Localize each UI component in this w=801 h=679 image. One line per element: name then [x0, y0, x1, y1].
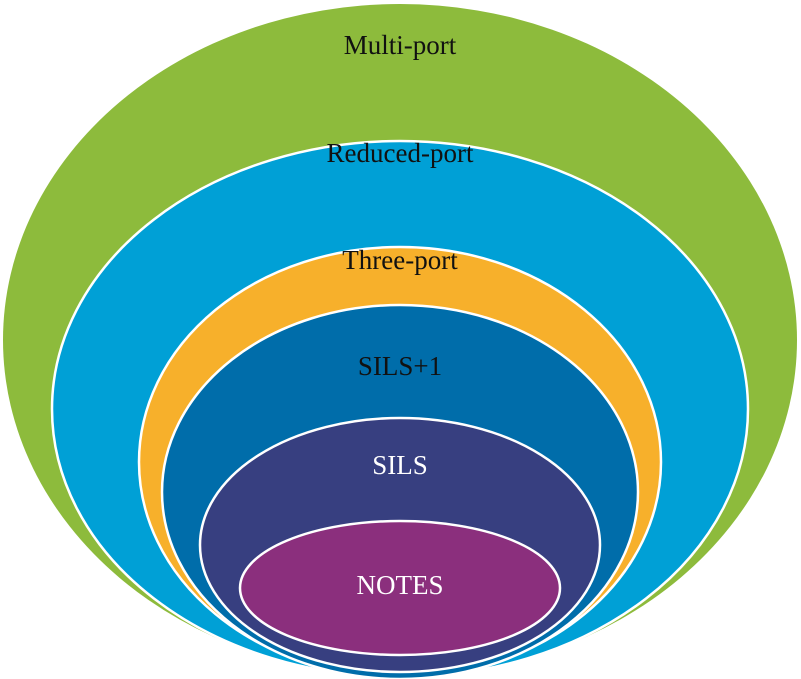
layer-reduced-port-label: Reduced-port: [327, 138, 474, 168]
layer-sils-1-label: SILS+1: [358, 351, 442, 381]
layer-notes-ellipse: [238, 519, 562, 657]
layer-three-port-label: Three-port: [342, 245, 458, 275]
layer-sils-label: SILS: [372, 450, 428, 480]
layer-multi-port-label: Multi-port: [344, 30, 457, 60]
layer-notes-label: NOTES: [357, 570, 444, 600]
